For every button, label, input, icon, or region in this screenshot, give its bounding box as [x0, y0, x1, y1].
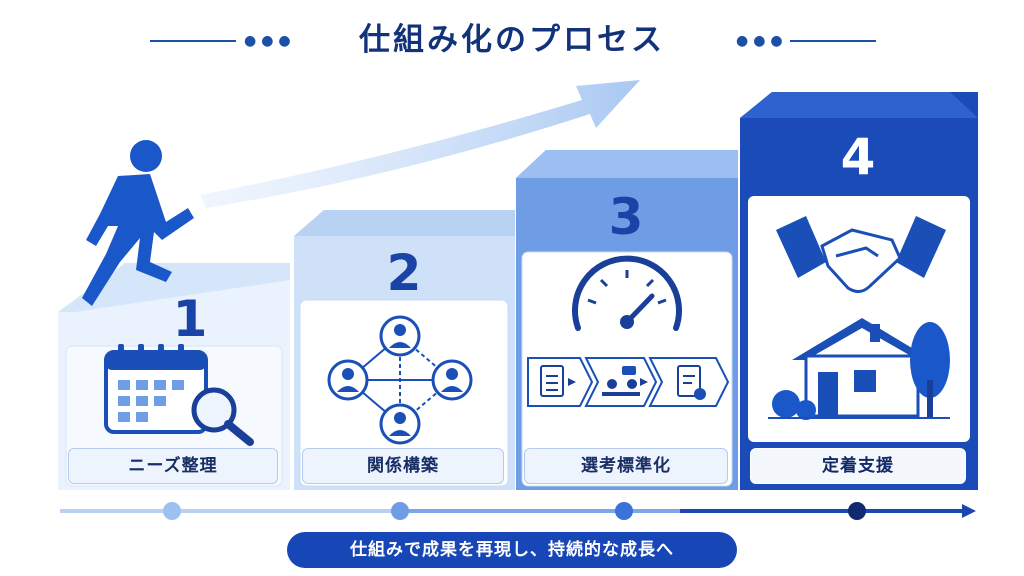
step-4-number: 4	[840, 128, 876, 186]
title-dots-left: ●●●	[244, 33, 296, 49]
step-3-label: 選考標準化	[524, 448, 728, 484]
step-2-label: 関係構築	[302, 448, 504, 484]
runner-icon	[82, 140, 194, 306]
calendar-magnifier-icon	[104, 344, 254, 446]
step-3-number: 3	[608, 188, 644, 246]
title-rule-left	[150, 40, 236, 42]
handshake-house-icon	[768, 216, 950, 420]
timeline	[60, 502, 976, 520]
growth-arrow	[200, 80, 640, 208]
footer-message: 仕組みで成果を再現し、持続的な成長へ	[287, 532, 737, 568]
page-title: 仕組み化のプロセス	[359, 22, 665, 58]
gauge-flow-icon	[527, 255, 730, 407]
step-2-number: 2	[386, 244, 422, 302]
title-dots-right: ●●●	[736, 33, 788, 49]
people-network-icon	[327, 315, 473, 445]
title-rule-right	[790, 40, 876, 42]
step-1-number: 1	[172, 290, 208, 348]
step-4-label: 定着支援	[750, 448, 966, 484]
step-1-label: ニーズ整理	[68, 448, 278, 484]
